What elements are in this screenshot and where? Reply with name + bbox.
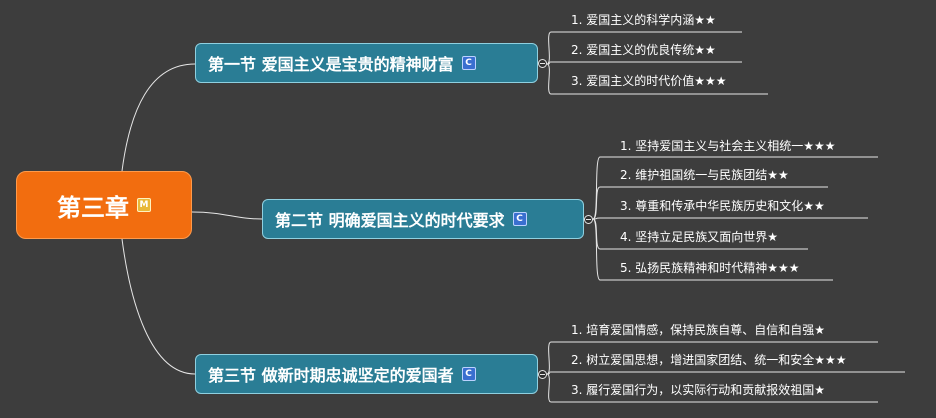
subtopic-item[interactable]: 2. 树立爱国思想，增进国家团结、统一和安全★★★	[571, 353, 847, 367]
subtopic-item[interactable]: 3. 爱国主义的时代价值★★★	[571, 74, 727, 88]
subtopic-item[interactable]: 1. 培育爱国情感，保持民族自尊、自信和自强★	[571, 323, 826, 337]
marker-icon: M	[137, 198, 151, 212]
subtopic-item[interactable]: 2. 维护祖国统一与民族团结★★	[620, 168, 789, 182]
connector-section-1-item-2	[546, 61, 742, 65]
root-topic[interactable]: 第三章 M	[16, 171, 192, 239]
section-3-topic[interactable]: 第三节 做新时期忠诚坚定的爱国者 C	[195, 354, 538, 394]
section-label: 第三节 做新时期忠诚坚定的爱国者	[208, 366, 454, 385]
connector-root-section-3	[121, 238, 196, 375]
marker-icon: C	[461, 367, 476, 381]
subtopic-item[interactable]: 3. 尊重和传承中华民族历史和文化★★	[620, 199, 825, 213]
connector-section-2-item-5	[592, 218, 833, 281]
connector-section-3-item-2	[546, 371, 905, 375]
section-label: 第一节 爱国主义是宝贵的精神财富	[208, 55, 454, 74]
connector-section-1-item-3	[546, 63, 768, 95]
section-2-topic[interactable]: 第二节 明确爱国主义的时代要求 C	[262, 199, 584, 239]
section-1-topic[interactable]: 第一节 爱国主义是宝贵的精神财富 C	[195, 43, 538, 83]
subtopic-item[interactable]: 1. 坚持爱国主义与社会主义相统一★★★	[620, 139, 836, 153]
connector-section-2-item-3	[592, 217, 868, 220]
subtopic-item[interactable]: 2. 爱国主义的优良传统★★	[571, 43, 716, 57]
subtopic-item[interactable]: 1. 爱国主义的科学内涵★★	[571, 13, 716, 27]
connector-root-section-1	[121, 63, 196, 172]
connector-root-section-2	[191, 211, 263, 220]
collapse-toggle-icon[interactable]	[538, 59, 547, 68]
root-label: 第三章	[57, 193, 129, 222]
section-label: 第二节 明确爱国主义的时代要求	[275, 211, 505, 230]
connector-section-3-item-3	[546, 373, 878, 403]
subtopic-item[interactable]: 5. 弘扬民族精神和时代精神★★★	[620, 261, 800, 275]
marker-icon: C	[461, 56, 476, 70]
subtopic-item[interactable]: 4. 坚持立足民族又面向世界★	[620, 230, 779, 244]
collapse-toggle-icon[interactable]	[584, 215, 593, 224]
collapse-toggle-icon[interactable]	[538, 370, 547, 379]
marker-icon: C	[512, 212, 527, 226]
connector-section-2-item-2	[592, 186, 828, 220]
subtopic-item[interactable]: 3. 履行爱国行为，以实际行动和贡献报效祖国★	[571, 383, 826, 397]
